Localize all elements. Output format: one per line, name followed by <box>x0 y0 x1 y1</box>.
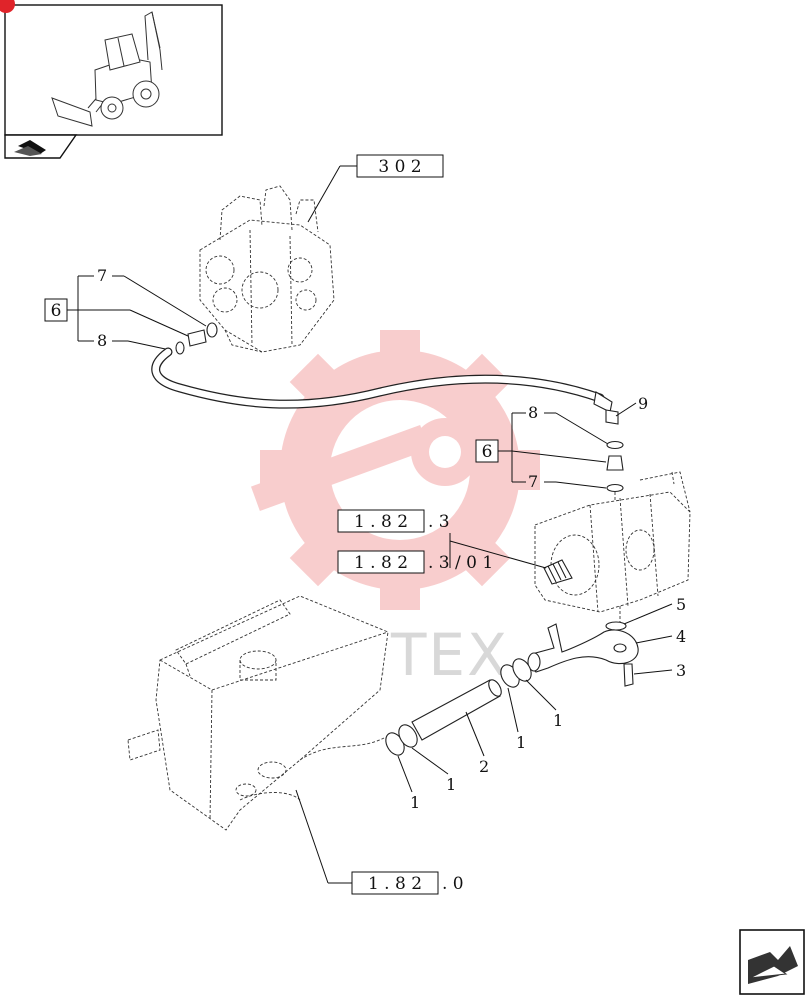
elbow-assembly <box>527 621 639 687</box>
callout-2: 2 <box>479 757 489 776</box>
callout-8-right: 8 <box>528 403 538 422</box>
pump-ref-a-box: 1 . 8 2 <box>354 512 408 532</box>
callout-1-d: 1 <box>410 793 420 812</box>
backhoe-loader-icon <box>51 11 163 127</box>
callout-9: 9 <box>638 394 648 413</box>
left-fitting-group[interactable]: 6 7 8 <box>44 266 207 351</box>
callout-8-left: 8 <box>97 331 107 350</box>
control-valve-part <box>199 185 335 353</box>
pump-ref-b-suffix: . 3 / 0 1 <box>428 553 493 573</box>
pump-ref-leader <box>449 540 547 569</box>
pump-ref-b-box: 1 . 8 2 <box>354 553 408 573</box>
corner-marker-icon <box>0 0 15 13</box>
tank-ref-suffix: . 0 <box>442 874 464 894</box>
thumbnail-panel[interactable] <box>4 4 223 159</box>
callout-7-left: 7 <box>97 266 107 285</box>
callout-1-b: 1 <box>516 733 526 752</box>
hydraulic-pump-part <box>534 471 691 622</box>
pump-fittings <box>606 440 624 520</box>
tank-ref-box: 1 . 8 2 <box>368 874 422 894</box>
callout-1-c: 1 <box>446 775 456 794</box>
callout-4: 4 <box>676 627 686 646</box>
pump-reference-a[interactable]: 1 . 8 2 . 3 <box>337 509 450 533</box>
hose-part <box>151 347 619 425</box>
arrow-right-icon <box>14 140 46 156</box>
group-left-label: 6 <box>51 301 62 321</box>
pump-reference-b[interactable]: 1 . 8 2 . 3 / 0 1 <box>337 550 493 574</box>
suction-pipe-part <box>411 679 502 741</box>
next-page-arrow-icon <box>748 946 798 984</box>
callout-3: 3 <box>676 661 686 680</box>
next-page-button[interactable] <box>739 929 805 995</box>
valve-reference[interactable]: 3 0 2 <box>307 154 444 223</box>
callout-1-a: 1 <box>553 711 563 730</box>
right-fitting-group[interactable]: 6 8 7 <box>475 403 609 491</box>
hydraulic-tank-part <box>127 595 389 831</box>
callout-5: 5 <box>676 595 686 614</box>
callout-7-right: 7 <box>528 472 538 491</box>
tank-reference[interactable]: 1 . 8 2 . 0 <box>295 789 464 895</box>
valve-fittings <box>175 322 218 355</box>
pump-ref-a-suffix: . 3 <box>428 512 450 532</box>
valve-ref-label: 3 0 2 <box>378 157 421 177</box>
hose-clamps <box>385 658 532 756</box>
group-right-label: 6 <box>482 442 493 462</box>
